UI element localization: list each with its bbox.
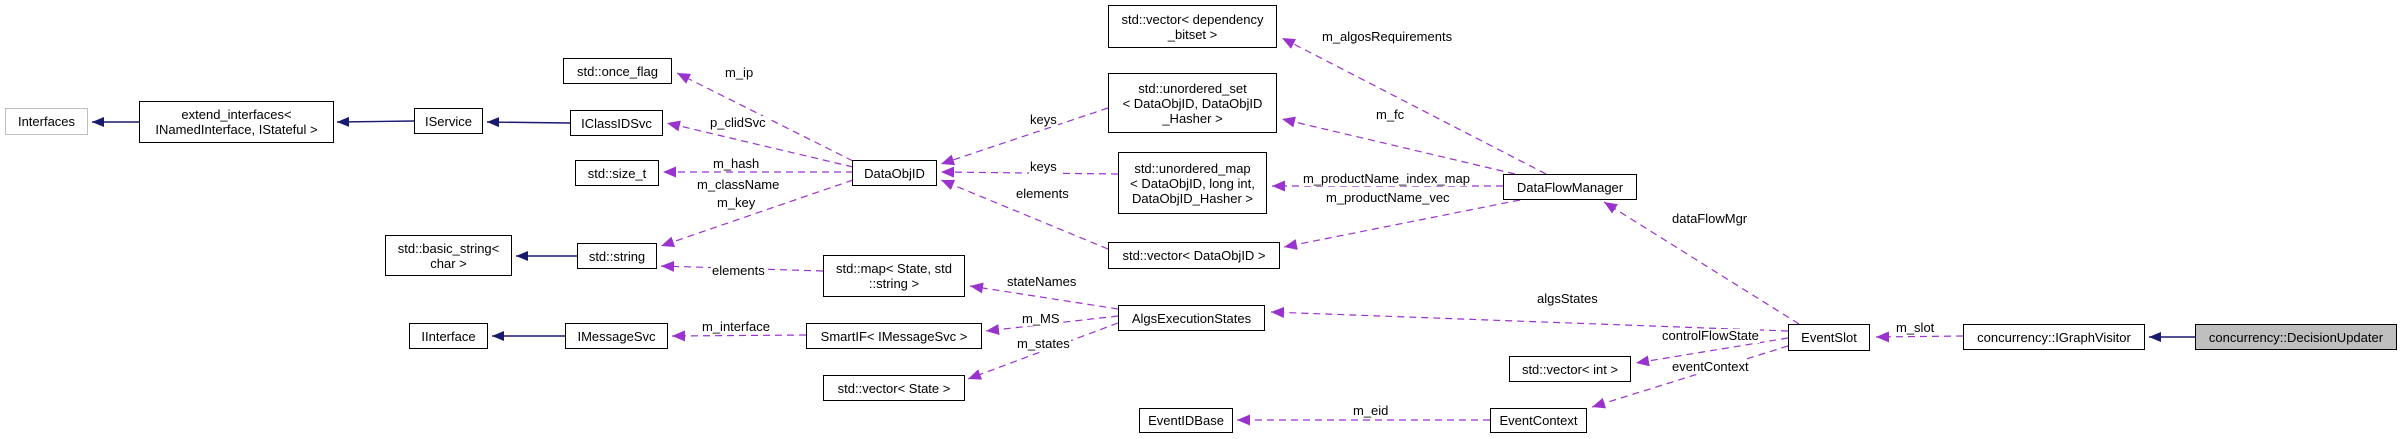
- node-smartif-imessagesvc-label: SmartIF< IMessageSvc >: [820, 328, 968, 344]
- node-interfaces-label: Interfaces: [17, 114, 76, 129]
- node-extend-interfaces[interactable]: extend_interfaces<INamedInterface, IStat…: [139, 101, 334, 143]
- node-iservice-label: IService: [425, 113, 472, 129]
- edge-label-keys: keys: [1029, 112, 1058, 127]
- node-std-vector-int[interactable]: std::vector< int >: [1509, 356, 1631, 382]
- node-std-unordered-set-label: std::unordered_set: [1138, 80, 1247, 96]
- edge-label-m_eid: m_eid: [1352, 403, 1390, 418]
- node-std-basic-string[interactable]: std::basic_string<char >: [385, 235, 512, 276]
- edge-label-stateNames: stateNames: [1006, 274, 1078, 289]
- edge-label-m_algosRequirements: m_algosRequirements: [1321, 29, 1454, 44]
- node-std-vector-int-label: std::vector< int >: [1521, 361, 1619, 377]
- edge-label-m_key: m_key: [716, 195, 757, 210]
- node-std-string-label: std::string: [588, 248, 646, 264]
- node-eventcontext[interactable]: EventContext: [1490, 408, 1587, 433]
- node-imessagesvc-label: IMessageSvc: [577, 328, 656, 344]
- node-eventslot[interactable]: EventSlot: [1788, 324, 1870, 351]
- node-std-unordered-set-label: _Hasher >: [1162, 110, 1223, 126]
- node-iinterface[interactable]: IInterface: [409, 323, 488, 349]
- edge-unordered-set-to-dataobjid: [940, 107, 1109, 166]
- node-std-unordered-set[interactable]: std::unordered_set< DataObjID, DataObjID…: [1108, 73, 1277, 133]
- node-std-size-t-label: std::size_t: [587, 165, 647, 181]
- edge-label-p_clidSvc: p_clidSvc: [709, 115, 767, 130]
- node-std-vector-state-label: std::vector< State >: [837, 380, 951, 396]
- node-concurrency-decisionupdater: concurrency::DecisionUpdater: [2195, 324, 2397, 350]
- edge-dfm-to-vector-dataobjid: [1283, 199, 1521, 250]
- node-iclassidsvc[interactable]: IClassIDSvc: [570, 110, 663, 136]
- node-std-unordered-map-label: < DataObjID, long int,: [1130, 175, 1255, 191]
- edge-label-m_interface: m_interface: [701, 319, 771, 334]
- edge-label-m_productName_index_map: m_productName_index_map: [1302, 171, 1471, 186]
- edge-label-elements: elements: [1015, 186, 1070, 201]
- node-std-unordered-map-label: std::unordered_map: [1134, 160, 1251, 176]
- node-eventidbase[interactable]: EventIDBase: [1139, 408, 1233, 433]
- edge-igraphvisitor-to-eventslot: [1875, 331, 1964, 343]
- node-std-vector-dependency-bitset[interactable]: std::vector< dependency_bitset >: [1108, 5, 1277, 48]
- edge-label-dataFlowMgr: dataFlowMgr: [1671, 211, 1749, 226]
- edge-label-m_fc: m_fc: [1375, 107, 1406, 122]
- edge-dfm-to-unordered-set: [1281, 116, 1516, 175]
- node-concurrency-decisionupdater-label: concurrency::DecisionUpdater: [2208, 329, 2384, 345]
- node-std-once-flag[interactable]: std::once_flag: [563, 58, 672, 84]
- node-std-map-state-string-label: std::map< State, std: [836, 261, 952, 276]
- node-extend-interfaces-label: INamedInterface, IStateful >: [155, 122, 318, 137]
- node-std-basic-string-label: char >: [430, 255, 467, 271]
- node-std-vector-dependency-bitset-label: _bitset >: [1167, 26, 1218, 42]
- node-iclassidsvc-label: IClassIDSvc: [581, 115, 652, 131]
- node-extend-interfaces-label: extend_interfaces<: [181, 107, 292, 122]
- node-interfaces: Interfaces: [5, 108, 88, 135]
- edge-iclassidsvc-to-iservice: [486, 117, 571, 128]
- node-dataflowmanager-label: DataFlowManager: [1516, 179, 1624, 195]
- node-imessagesvc[interactable]: IMessageSvc: [565, 323, 668, 349]
- node-std-unordered-map[interactable]: std::unordered_map< DataObjID, long int,…: [1118, 152, 1267, 214]
- node-algsexecutionstates-label: AlgsExecutionStates: [1131, 310, 1252, 326]
- node-std-size-t[interactable]: std::size_t: [575, 160, 659, 186]
- edge-label-m_className: m_className: [696, 177, 781, 192]
- edge-label-keys: keys: [1029, 159, 1058, 174]
- node-std-string[interactable]: std::string: [577, 243, 657, 269]
- node-dataobjid-label: DataObjID: [864, 165, 925, 181]
- node-eventslot-label: EventSlot: [1801, 330, 1857, 345]
- node-std-basic-string-label: std::basic_string<: [397, 240, 500, 256]
- edge-iservice-to-extend-interfaces: [336, 116, 415, 127]
- node-std-vector-dataobjid-label: std::vector< DataObjID >: [1122, 248, 1266, 263]
- edge-label-algsStates: algsStates: [1536, 291, 1599, 306]
- node-eventcontext-label: EventContext: [1499, 413, 1578, 428]
- edge-algs-to-vector-state: [967, 322, 1119, 380]
- node-smartif-imessagesvc[interactable]: SmartIF< IMessageSvc >: [806, 323, 982, 349]
- edge-label-eventContext: eventContext: [1671, 359, 1750, 374]
- edge-label-m_hash: m_hash: [712, 156, 761, 171]
- edge-label-m_slot: m_slot: [1895, 320, 1936, 335]
- edge-label-elements: elements: [711, 263, 766, 278]
- node-dataobjid[interactable]: DataObjID: [852, 160, 937, 186]
- node-std-unordered-map-label: DataObjID_Hasher >: [1131, 190, 1254, 206]
- node-iservice[interactable]: IService: [414, 108, 483, 134]
- edge-smartif-to-imessagesvc: [671, 330, 807, 342]
- node-std-map-state-string[interactable]: std::map< State, std::string >: [823, 255, 965, 297]
- node-std-map-state-string-label: ::string >: [868, 276, 920, 291]
- node-concurrency-igraphvisitor[interactable]: concurrency::IGraphVisitor: [1963, 324, 2145, 350]
- node-std-unordered-set-label: < DataObjID, DataObjID: [1122, 95, 1263, 111]
- node-concurrency-igraphvisitor-label: concurrency::IGraphVisitor: [1977, 329, 2131, 345]
- edge-label-m_ip: m_ip: [724, 65, 755, 80]
- node-std-vector-dataobjid[interactable]: std::vector< DataObjID >: [1108, 242, 1280, 269]
- node-iinterface-label: IInterface: [421, 328, 476, 344]
- edge-label-m_states: m_states: [1016, 336, 1071, 351]
- node-dataflowmanager[interactable]: DataFlowManager: [1503, 174, 1637, 200]
- node-algsexecutionstates[interactable]: AlgsExecutionStates: [1118, 305, 1265, 331]
- edge-label-m_productName_vec: m_productName_vec: [1325, 190, 1451, 205]
- edge-dfm-to-vector-dependency-bitset: [1281, 37, 1547, 175]
- node-std-vector-dependency-bitset-label: std::vector< dependency: [1121, 11, 1264, 27]
- edge-algs-to-map-state-string: [969, 282, 1119, 310]
- edge-label-m_MS: m_MS: [1021, 311, 1061, 326]
- edge-label-controlFlowState: controlFlowState: [1661, 328, 1760, 343]
- node-std-once-flag-label: std::once_flag: [577, 63, 658, 79]
- node-eventidbase-label: EventIDBase: [1148, 413, 1224, 428]
- node-std-vector-state[interactable]: std::vector< State >: [823, 375, 965, 401]
